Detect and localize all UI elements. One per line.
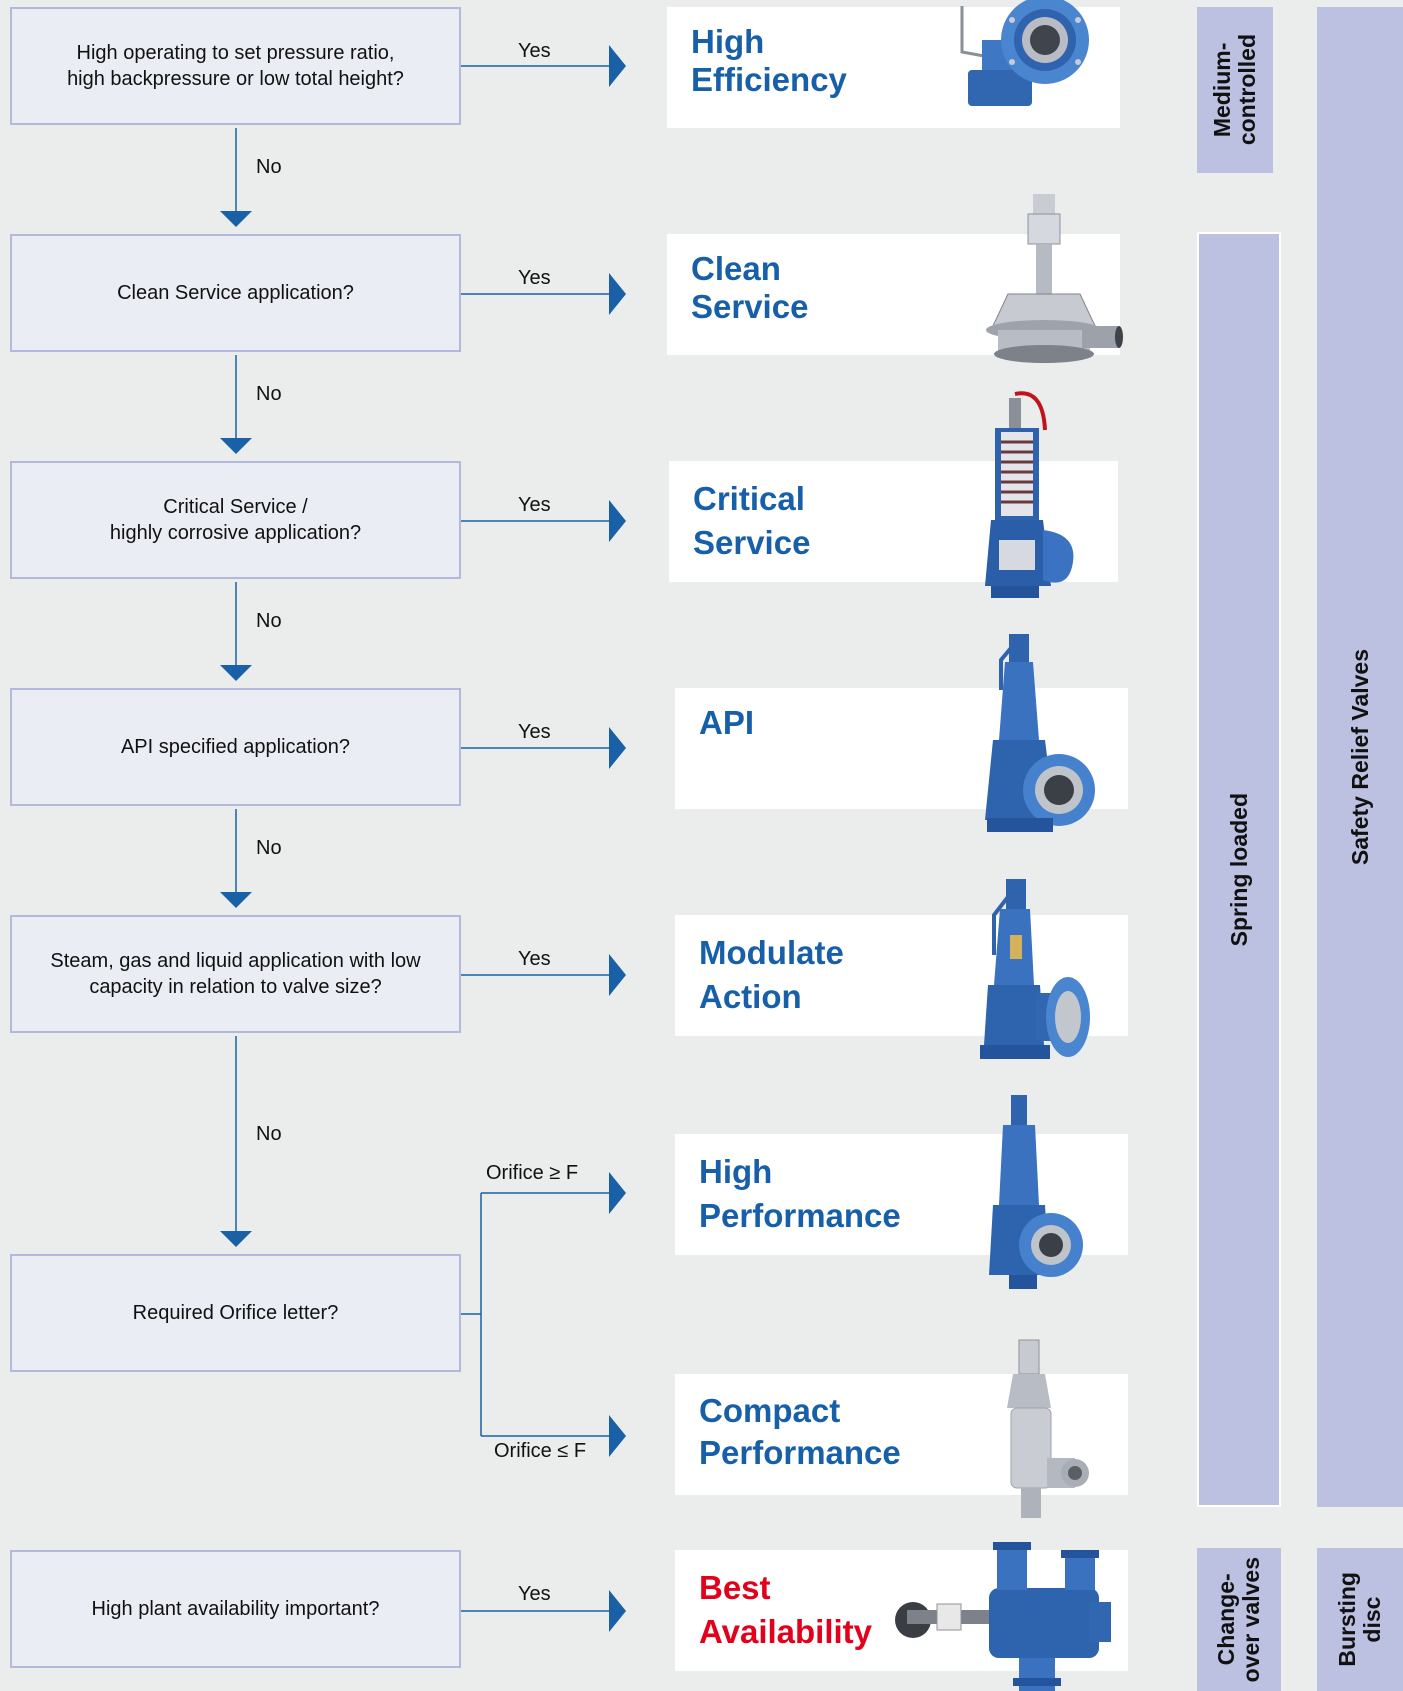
category-bursting-disc: Bursting disc <box>1317 1548 1403 1691</box>
result-title: Critical Service <box>693 480 811 561</box>
result-title: Best Availability <box>699 1569 873 1650</box>
threaded-valve-icon <box>1007 1339 1089 1518</box>
arrow-right <box>609 727 626 769</box>
change-over-valve-icon <box>895 1542 1111 1691</box>
yes-label: Yes <box>518 1583 551 1605</box>
yes-label: Yes <box>518 494 551 516</box>
orifice-le-label: Orifice ≤ F <box>494 1440 587 1462</box>
yes-label: Yes <box>518 948 551 970</box>
arrow-right <box>609 500 626 542</box>
arrow-right <box>609 273 626 315</box>
arrow-down <box>220 1231 252 1247</box>
result-title: Compact Performance <box>699 1392 901 1471</box>
angle-valve-icon <box>960 0 1089 106</box>
category-change-over-valves: Change- over valves <box>1197 1548 1281 1691</box>
result-title: API <box>699 704 755 741</box>
no-label: No <box>256 1123 282 1145</box>
arrow-down <box>220 211 252 227</box>
category-safety-relief-valves: Safety Relief Valves <box>1317 7 1403 1507</box>
question-box: Steam, gas and liquid application with l… <box>10 915 461 1033</box>
arrow-down <box>220 665 252 681</box>
no-label: No <box>256 383 282 405</box>
arrow-right <box>609 954 626 996</box>
yes-label: Yes <box>518 267 551 289</box>
yes-label: Yes <box>518 40 551 62</box>
no-label: No <box>256 610 282 632</box>
clean-service-valve-icon <box>986 194 1123 363</box>
spring-valve-cutaway-icon <box>985 391 1074 598</box>
arrow-down <box>220 438 252 454</box>
api-valve-icon <box>985 634 1095 832</box>
question-box: High plant availability important? <box>10 1550 461 1668</box>
question-box: Clean Service application? <box>10 234 461 352</box>
result-title: High Efficiency <box>691 23 847 98</box>
orifice-ge-label: Orifice ≥ F <box>486 1162 579 1184</box>
result-title: Modulate Action <box>699 934 844 1015</box>
question-box: High operating to set pressure ratio, hi… <box>10 7 461 125</box>
arrow-right <box>609 45 626 87</box>
arrow-down <box>220 892 252 908</box>
category-medium-controlled: Medium- controlled <box>1197 7 1273 173</box>
result-title: High Performance <box>699 1153 901 1234</box>
question-box: API specified application? <box>10 688 461 806</box>
performance-valve-icon <box>989 1095 1083 1289</box>
arrow-right <box>609 1172 626 1214</box>
flanged-valve-icon <box>980 879 1090 1059</box>
yes-label: Yes <box>518 721 551 743</box>
result-title: Clean Service <box>691 250 809 325</box>
arrow-right <box>609 1415 626 1457</box>
no-label: No <box>256 156 282 178</box>
arrow-right <box>609 1590 626 1632</box>
category-spring-loaded: Spring loaded <box>1197 232 1281 1507</box>
question-box: Required Orifice letter? <box>10 1254 461 1372</box>
no-label: No <box>256 837 282 859</box>
question-box: Critical Service / highly corrosive appl… <box>10 461 461 579</box>
